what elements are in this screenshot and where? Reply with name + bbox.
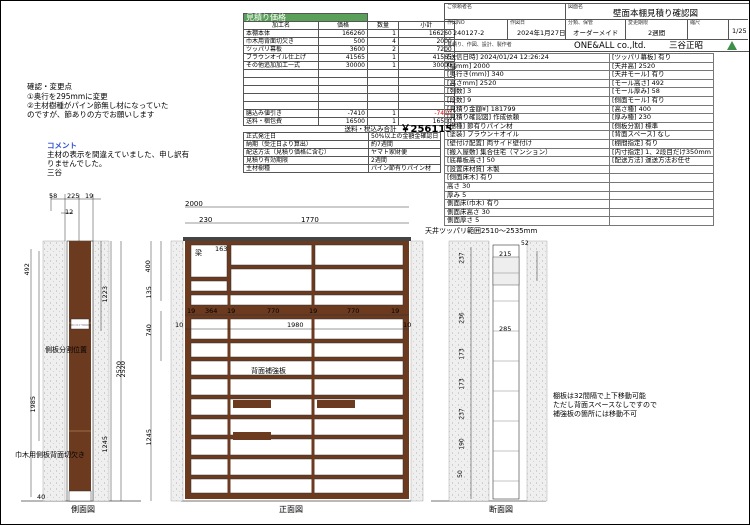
front-view [120,206,424,502]
scale-label: 縮尺 [690,20,701,26]
section-view [448,240,548,502]
category: オーダーメイド [573,29,619,37]
notes-line: のですが、節ありの方でお願いします [27,110,155,119]
section-dim: 237 [458,408,466,420]
section-dim: 173 [458,378,466,390]
dim-side-height: 1985 [29,395,38,413]
dim-front-height: 1245 [145,428,154,446]
section-dim: 237 [458,252,466,264]
company-name: ONE&ALL co.,ltd. [574,41,646,51]
notch-label: 巾木用側板背面切欠き [15,451,85,459]
table-row: 側面厚さ 5 [444,216,714,226]
comment-title: コメント [47,141,77,150]
dim-front-height: 135 [144,286,153,299]
view-label-section: 断面図 [489,505,513,514]
shelf-note: ただし背面スペースなしですので [553,401,657,409]
dim-side-height: 40 [37,493,46,501]
shelf-note: 棚板は32間隔で上下移動可能 [553,392,646,400]
period: 2週間 [648,29,666,37]
section-dim: 50 [456,470,464,478]
person-name: 三谷正昭 [669,41,704,51]
customer-label: ご依頼者名 [447,4,473,10]
dim-shelf: 19 [309,307,318,315]
beam-label: 梁 [195,249,202,257]
dim-gap: 10 [175,321,184,329]
beam-dim: 163 [215,245,228,253]
dim-side: 225 [67,192,80,200]
section-dim: 52 [521,240,529,247]
back-panel-label: 背面補強板 [251,367,286,375]
comment-line: 主材の表示を間違えていました、申し訳有 [47,150,190,159]
dim-front-total: 2520 [119,360,128,378]
view-label-side: 側面図 [71,505,95,514]
dim-front-height: 740 [144,324,153,337]
dim-front-height: 400 [143,260,152,273]
company-logo-icon [727,41,737,50]
comment-line: りませんでした。 [47,159,107,168]
dim-gap: 10 [403,321,412,329]
section-dim: 190 [458,438,466,450]
order-no: 240127-2 [453,29,485,37]
comment-line: 三谷 [47,168,62,177]
dim-width: 230 [199,216,213,224]
dim-side-height: 1223 [101,285,110,303]
dim-shelf: 19 [227,307,236,315]
notes-line: ②主材樹種がパイン節無し材になっていた [27,101,169,110]
order-no-label: 作図NO [447,20,465,26]
notes-title: 確認・変更点 [27,82,72,91]
drawing-title: 壁面本棚見積り確認図 [613,9,699,19]
dim-shelf: 19 [187,307,196,315]
dim-side-height: 1245 [101,435,110,453]
company-caption: 見積り、作図、設計、製作者 [447,42,512,48]
notes-line: ①奥行を295mmに変更 [27,92,108,101]
dim-width: 1770 [301,216,319,224]
scale: 1/25 [732,27,747,35]
section-dim: 285 [499,325,512,333]
dim-shelf: 19 [391,307,400,315]
dim-shelf: 770 [347,307,360,315]
section-dim: 236 [458,312,466,324]
period-label: 変更期限 [628,20,649,26]
side-view [30,194,112,502]
drawing-label: 図面名 [568,4,584,10]
dim-side: 19 [85,192,94,200]
spec-table: [送信日時] 2024/01/24 12:26:24[ツッパリ幕板] 有り [幅… [444,53,714,226]
dim-depth: 295 [71,322,84,330]
date: 2024年1月27日 [517,29,566,37]
shelf-note: 補強板の箇所には移動不可 [553,410,637,418]
category-label: 分類、保管 [568,20,594,26]
side-split-label: 側板分割位置 [45,346,87,354]
tsuppari-label: 天井ツッパリ範囲2510〜2535mm [425,227,538,235]
dim-side-small: 12 [65,208,74,216]
dim-top-width: 2000 [185,200,203,208]
section-dim: 215 [499,250,512,258]
dim-shelf: 770 [267,307,280,315]
dim-side: 58 [49,192,58,200]
total-value: ￥256115 [400,124,453,135]
dim-side-height: 492 [22,263,31,276]
table-row: 主材樹種パイン節有りパイン材 [243,164,442,173]
dim-shelf: 364 [205,307,218,315]
view-label-front: 正面図 [279,505,303,514]
dim-inner-width: 1980 [287,321,304,329]
date-label: 作図日 [510,20,526,26]
section-dim: 173 [458,348,466,360]
title-block [444,3,749,52]
total-label: 送料・税込み合計 [344,125,397,133]
